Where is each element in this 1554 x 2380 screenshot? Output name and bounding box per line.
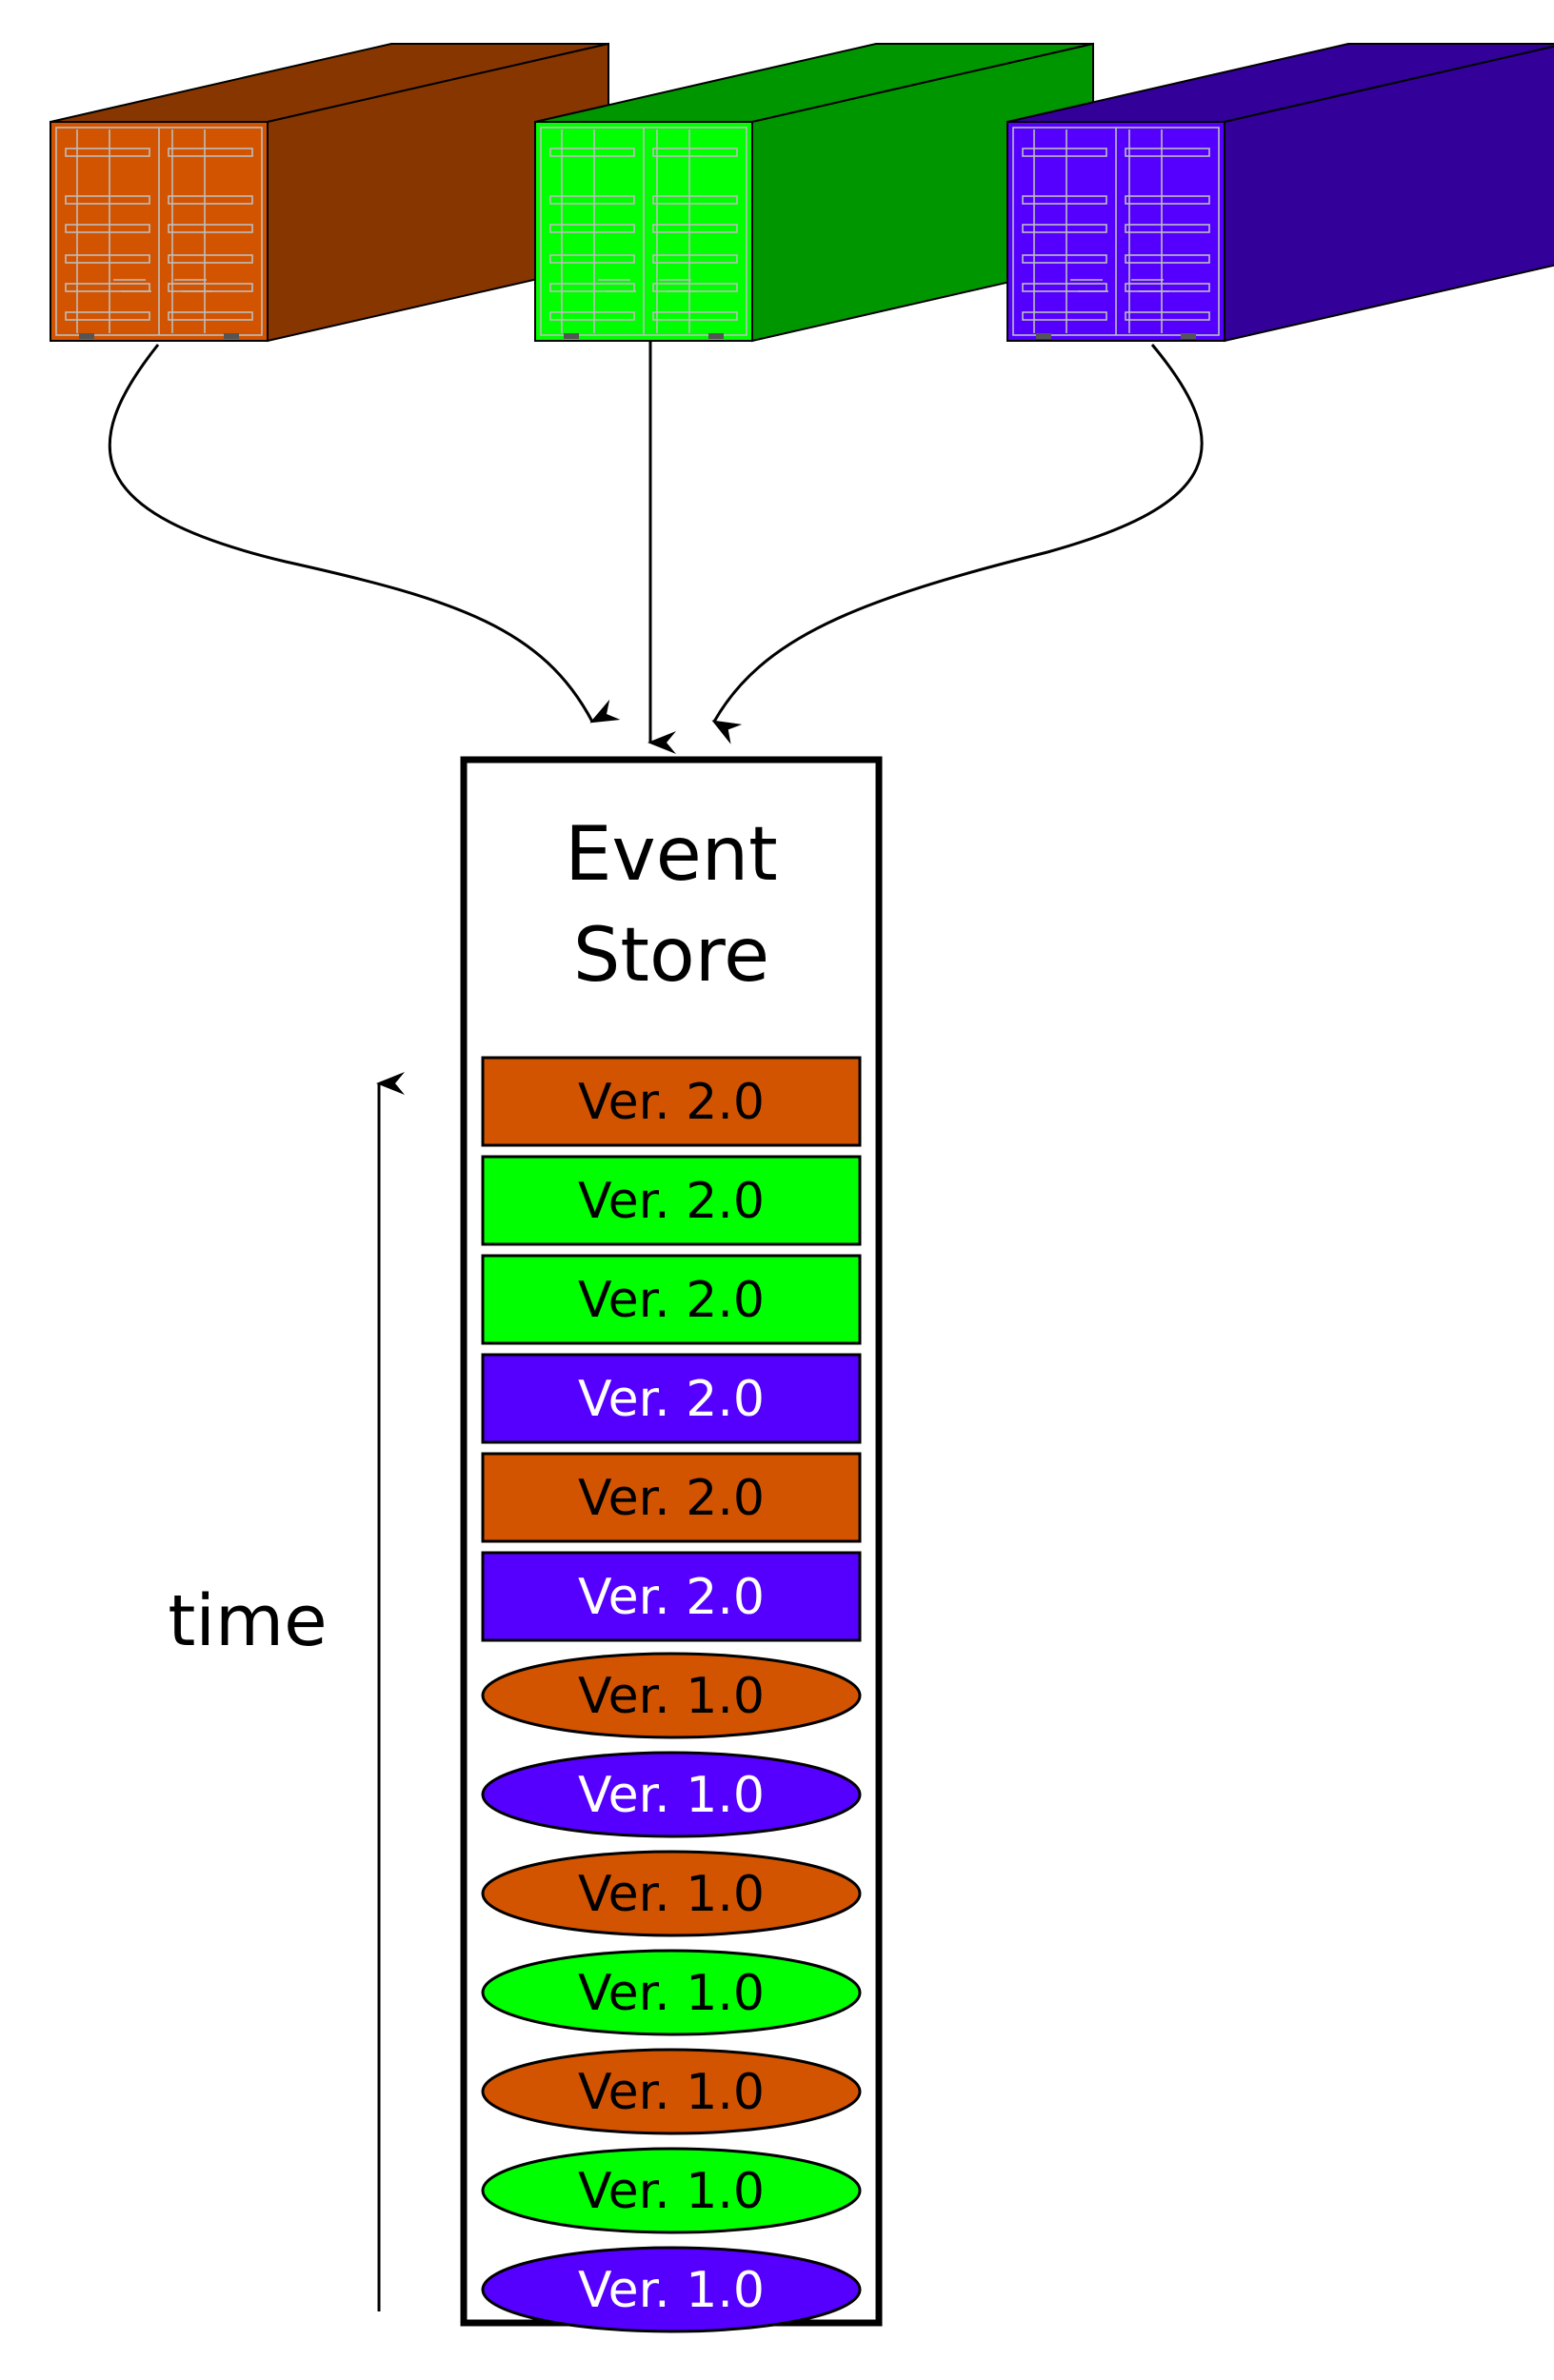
time-label: time <box>168 1580 327 1662</box>
event-label: Ver. 2.0 <box>578 1371 765 1428</box>
event-store-title-line2: Store <box>573 913 769 999</box>
event-store-title-line1: Event <box>565 812 777 898</box>
event-5: Ver. 2.0 <box>481 1452 862 1543</box>
event-ellipse <box>481 1751 862 1838</box>
time-axis: time <box>168 1072 405 2311</box>
event-ellipse <box>481 2147 862 2234</box>
event-label: Ver. 2.0 <box>578 1569 765 1626</box>
event-ellipse <box>481 2246 862 2333</box>
event-ellipse <box>481 1652 862 1739</box>
event-rect <box>481 1155 862 1246</box>
event-7: Ver. 1.0 <box>481 1652 862 1739</box>
container-doors <box>1012 127 1220 336</box>
container-blue <box>1006 43 1554 343</box>
event-12: Ver. 1.0 <box>481 2147 862 2234</box>
container-doors <box>540 127 747 336</box>
flow-arrows <box>108 341 1204 754</box>
arrow-orange-to-store <box>108 344 621 724</box>
event-10: Ver. 1.0 <box>481 1949 862 2036</box>
event-1: Ver. 2.0 <box>481 1056 862 1147</box>
event-13: Ver. 1.0 <box>481 2246 862 2333</box>
event-9: Ver. 1.0 <box>481 1850 862 1937</box>
event-rect <box>481 1551 862 1642</box>
event-label: Ver. 1.0 <box>578 2262 765 2319</box>
event-6: Ver. 2.0 <box>481 1551 862 1642</box>
containers <box>50 42 1554 343</box>
event-3: Ver. 2.0 <box>481 1254 862 1345</box>
event-rect <box>481 1452 862 1543</box>
event-rect <box>481 1056 862 1147</box>
event-label: Ver. 1.0 <box>578 1767 765 1824</box>
event-label: Ver. 2.0 <box>578 1074 765 1131</box>
event-2: Ver. 2.0 <box>481 1155 862 1246</box>
event-label: Ver. 2.0 <box>578 1470 765 1527</box>
event-label: Ver. 1.0 <box>578 1866 765 1923</box>
container-doors <box>55 127 263 336</box>
event-rect <box>481 1353 862 1444</box>
container-orange <box>50 42 609 343</box>
event-label: Ver. 2.0 <box>578 1173 765 1230</box>
event-label: Ver. 1.0 <box>578 1668 765 1725</box>
event-rect <box>481 1254 862 1345</box>
event-label: Ver. 2.0 <box>578 1272 765 1329</box>
event-ellipse <box>481 1949 862 2036</box>
event-4: Ver. 2.0 <box>481 1353 862 1444</box>
event-ellipse <box>481 1850 862 1937</box>
event-label: Ver. 1.0 <box>578 1965 765 2022</box>
event-8: Ver. 1.0 <box>481 1751 862 1838</box>
event-ellipse <box>481 2048 862 2135</box>
event-label: Ver. 1.0 <box>578 2064 765 2121</box>
arrow-blue-to-store <box>711 344 1204 744</box>
event-label: Ver. 1.0 <box>578 2163 765 2220</box>
event-11: Ver. 1.0 <box>481 2048 862 2135</box>
